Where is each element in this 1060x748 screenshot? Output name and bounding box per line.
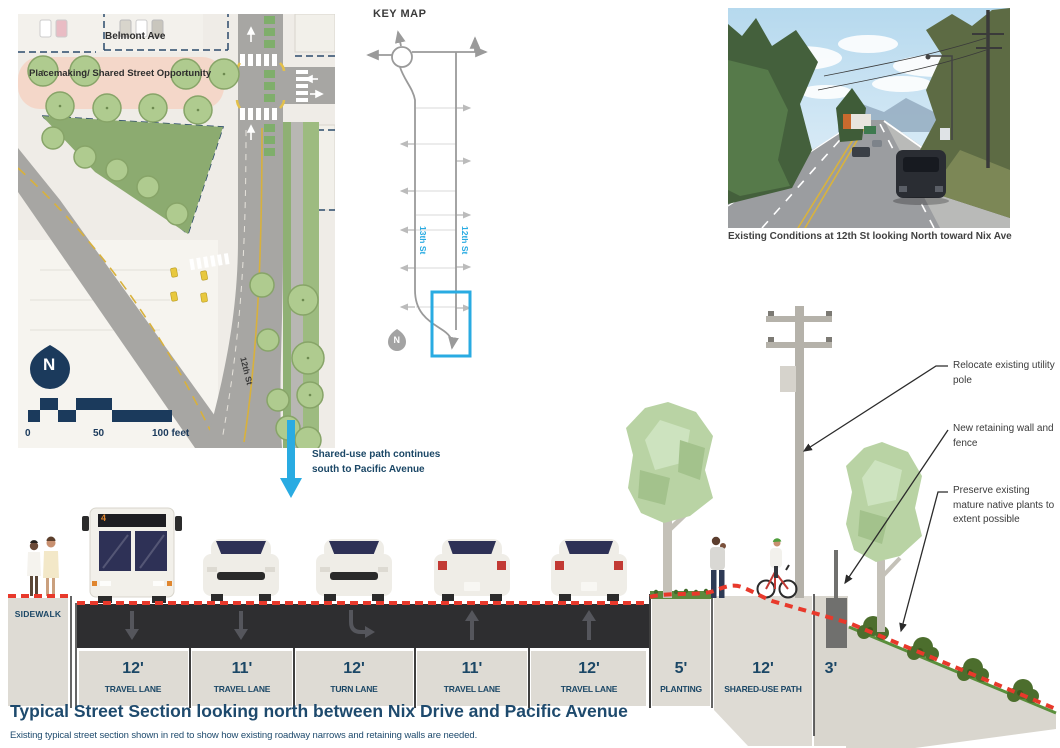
- belmont-ave-label: Belmont Ave: [105, 31, 166, 42]
- placemaking-label: Placemaking/ Shared Street Opportunity: [29, 68, 212, 79]
- continuation-note-line1: Shared-use path continues: [312, 449, 441, 460]
- lane-direction-arrows: [125, 610, 596, 640]
- lane-width-7: 3': [824, 660, 838, 677]
- lane-width-2: 12': [343, 660, 365, 677]
- lane-name-6: SHARED-USE PATH: [724, 684, 802, 694]
- streetview-photo: [728, 8, 1010, 228]
- annotation-relocate-pole: Relocate existing utility pole: [953, 360, 1055, 386]
- lane-name-4: TRAVEL LANE: [560, 684, 618, 694]
- pedestrians-sidewalk: [27, 536, 59, 596]
- lane-width-6: 12': [752, 660, 774, 677]
- cyclist: [756, 538, 798, 599]
- lane-name-1: TRAVEL LANE: [213, 684, 271, 694]
- key-map: [366, 30, 488, 358]
- diagonal-road: [18, 148, 238, 448]
- scale-bar: [28, 398, 172, 422]
- section-subtitle: Existing typical street section shown in…: [10, 730, 478, 741]
- section-tree-left: [626, 402, 713, 598]
- existing-grade-redline: [8, 583, 1057, 711]
- parked-cars: [39, 19, 164, 38]
- keymap-highlight-box: [430, 290, 472, 358]
- annotation-preserve-plants: Preserve existing mature native plants t…: [953, 485, 1055, 525]
- lane-width-1: 11': [231, 660, 253, 677]
- path-block: [714, 596, 812, 746]
- north-arrow-letter: N: [43, 355, 56, 374]
- scale-hundred: 100 feet: [152, 428, 190, 439]
- photo-streetlight: [925, 54, 953, 140]
- lane-width-5: 5': [674, 660, 688, 677]
- section-tree-right: [846, 442, 922, 632]
- keymap-13th-label: 13th St: [418, 226, 428, 255]
- continuation-arrow: [280, 420, 302, 498]
- keymap-north-letter: N: [393, 335, 401, 345]
- scale-zero: 0: [25, 428, 31, 439]
- photo-utility-pole: [817, 10, 1004, 168]
- photo-car: [893, 150, 949, 205]
- photo-caption: Existing Conditions at 12th St looking N…: [728, 231, 1012, 242]
- bus: [82, 507, 182, 603]
- sidewalk-label: SIDEWALK: [14, 609, 62, 619]
- lane-name-3: TRAVEL LANE: [443, 684, 501, 694]
- car-front-1: [203, 539, 279, 601]
- keymap-north-marker: [388, 329, 406, 351]
- slope-ground: [846, 626, 1056, 748]
- annotation-leaders: [802, 365, 949, 633]
- car-front-2: [316, 539, 392, 601]
- planting-block: [652, 598, 710, 706]
- lane-width-3: 11': [461, 660, 483, 677]
- pedestrian-path: [710, 536, 726, 598]
- car-rear-2: [551, 539, 627, 601]
- site-plan-map: [18, 14, 335, 448]
- section-title: Typical Street Section looking north bet…: [10, 701, 628, 721]
- scale-fifty: 50: [93, 428, 105, 439]
- keymap-13th-line: [399, 66, 459, 350]
- keymap-12th-label: 12th St: [460, 226, 470, 255]
- north-arrow-marker: [30, 345, 70, 389]
- sidewalk-block: [8, 598, 68, 706]
- car-rear-1: [434, 539, 510, 601]
- lane-name-0: TRAVEL LANE: [104, 684, 162, 694]
- continuation-note-line2: south to Pacific Avenue: [312, 464, 425, 475]
- lane-width-4: 12': [578, 660, 600, 677]
- key-map-title: KEY MAP: [373, 8, 427, 20]
- bus-route-number: 4: [101, 513, 107, 523]
- lane-name-5: PLANTING: [660, 684, 702, 694]
- dimension-blocks: [79, 651, 646, 706]
- retaining-wall: [826, 550, 847, 648]
- roadway-asphalt: [77, 604, 649, 648]
- crosswalks: [189, 54, 308, 271]
- annotation-retaining-wall: New retaining wall and fence: [953, 423, 1054, 449]
- utility-pole: [766, 306, 832, 598]
- lane-width-0: 12': [122, 660, 144, 677]
- lane-name-2: TURN LANE: [330, 684, 378, 694]
